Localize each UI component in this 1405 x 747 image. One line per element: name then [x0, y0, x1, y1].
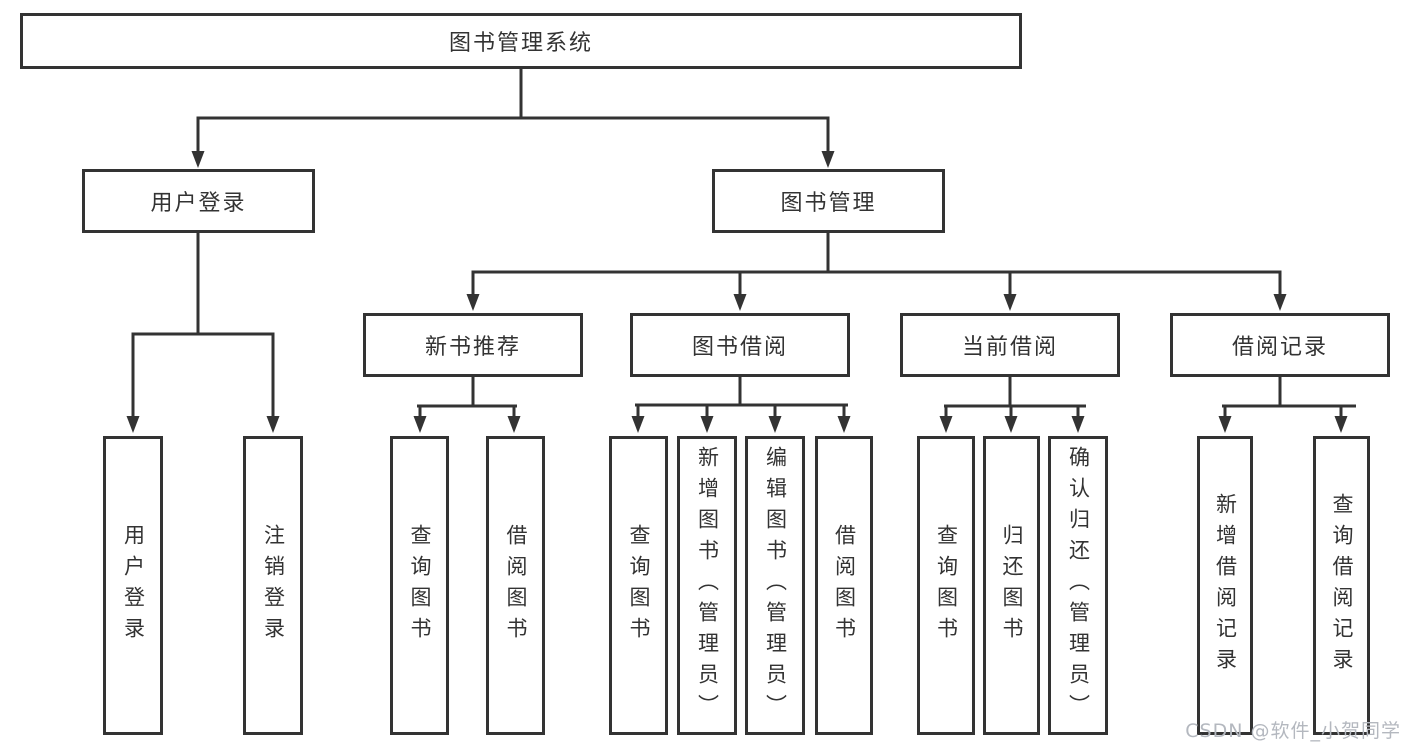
leaf-logout-label: 注销登录 — [261, 523, 286, 648]
leaf-query-books-2-label: 查询图书 — [627, 523, 651, 648]
leaf-query-books-1-label: 查询图书 — [408, 523, 432, 648]
leaf-confirm-return-admin-label: 确认归还（管理员） — [1066, 446, 1091, 725]
leaf-add-borrow-record: 新增借阅记录 — [1197, 436, 1253, 735]
node-library-management-system-label: 图书管理系统 — [448, 31, 593, 56]
leaf-query-books-3-label: 查询图书 — [934, 523, 959, 648]
leaf-query-books-2: 查询图书 — [609, 436, 668, 735]
node-new-book-recommendation: 新书推荐 — [363, 313, 583, 377]
leaf-return-books-label: 归还图书 — [1000, 523, 1024, 648]
leaf-query-borrow-record-label: 查询借阅记录 — [1330, 492, 1354, 679]
leaf-borrow-books-2: 借阅图书 — [815, 436, 873, 735]
leaf-add-book-admin-label: 新增图书（管理员） — [695, 446, 720, 725]
node-borrowing-records-label: 借阅记录 — [1231, 335, 1328, 360]
leaf-query-books-1: 查询图书 — [390, 436, 449, 735]
leaf-borrow-books-1: 借阅图书 — [486, 436, 545, 735]
leaf-confirm-return-admin: 确认归还（管理员） — [1048, 436, 1108, 735]
leaf-add-book-admin: 新增图书（管理员） — [677, 436, 737, 735]
leaf-query-borrow-record: 查询借阅记录 — [1313, 436, 1370, 735]
leaf-edit-book-admin: 编辑图书（管理员） — [745, 436, 805, 735]
node-book-borrowing-label: 图书借阅 — [691, 335, 788, 360]
node-book-borrowing: 图书借阅 — [630, 313, 850, 377]
node-current-borrowing-label: 当前借阅 — [961, 335, 1058, 360]
leaf-edit-book-admin-label: 编辑图书（管理员） — [763, 446, 788, 725]
node-library-management-system: 图书管理系统 — [20, 13, 1022, 69]
node-new-book-recommendation-label: 新书推荐 — [424, 335, 521, 360]
leaf-borrow-books-2-label: 借阅图书 — [832, 523, 857, 648]
leaf-logout: 注销登录 — [243, 436, 303, 735]
node-user-login-branch: 用户登录 — [82, 169, 315, 233]
csdn-watermark: CSDN @软件_小贺同学 — [1185, 720, 1401, 742]
leaf-return-books: 归还图书 — [983, 436, 1040, 735]
node-current-borrowing: 当前借阅 — [900, 313, 1120, 377]
node-book-management-branch-label: 图书管理 — [780, 191, 877, 216]
node-borrowing-records: 借阅记录 — [1170, 313, 1390, 377]
node-user-login-branch-label: 用户登录 — [150, 191, 247, 216]
leaf-user-login: 用户登录 — [103, 436, 163, 735]
leaf-user-login-label: 用户登录 — [121, 523, 146, 648]
node-book-management-branch: 图书管理 — [712, 169, 945, 233]
leaf-add-borrow-record-label: 新增借阅记录 — [1213, 492, 1238, 679]
leaf-query-books-3: 查询图书 — [917, 436, 975, 735]
leaf-borrow-books-1-label: 借阅图书 — [504, 523, 528, 648]
